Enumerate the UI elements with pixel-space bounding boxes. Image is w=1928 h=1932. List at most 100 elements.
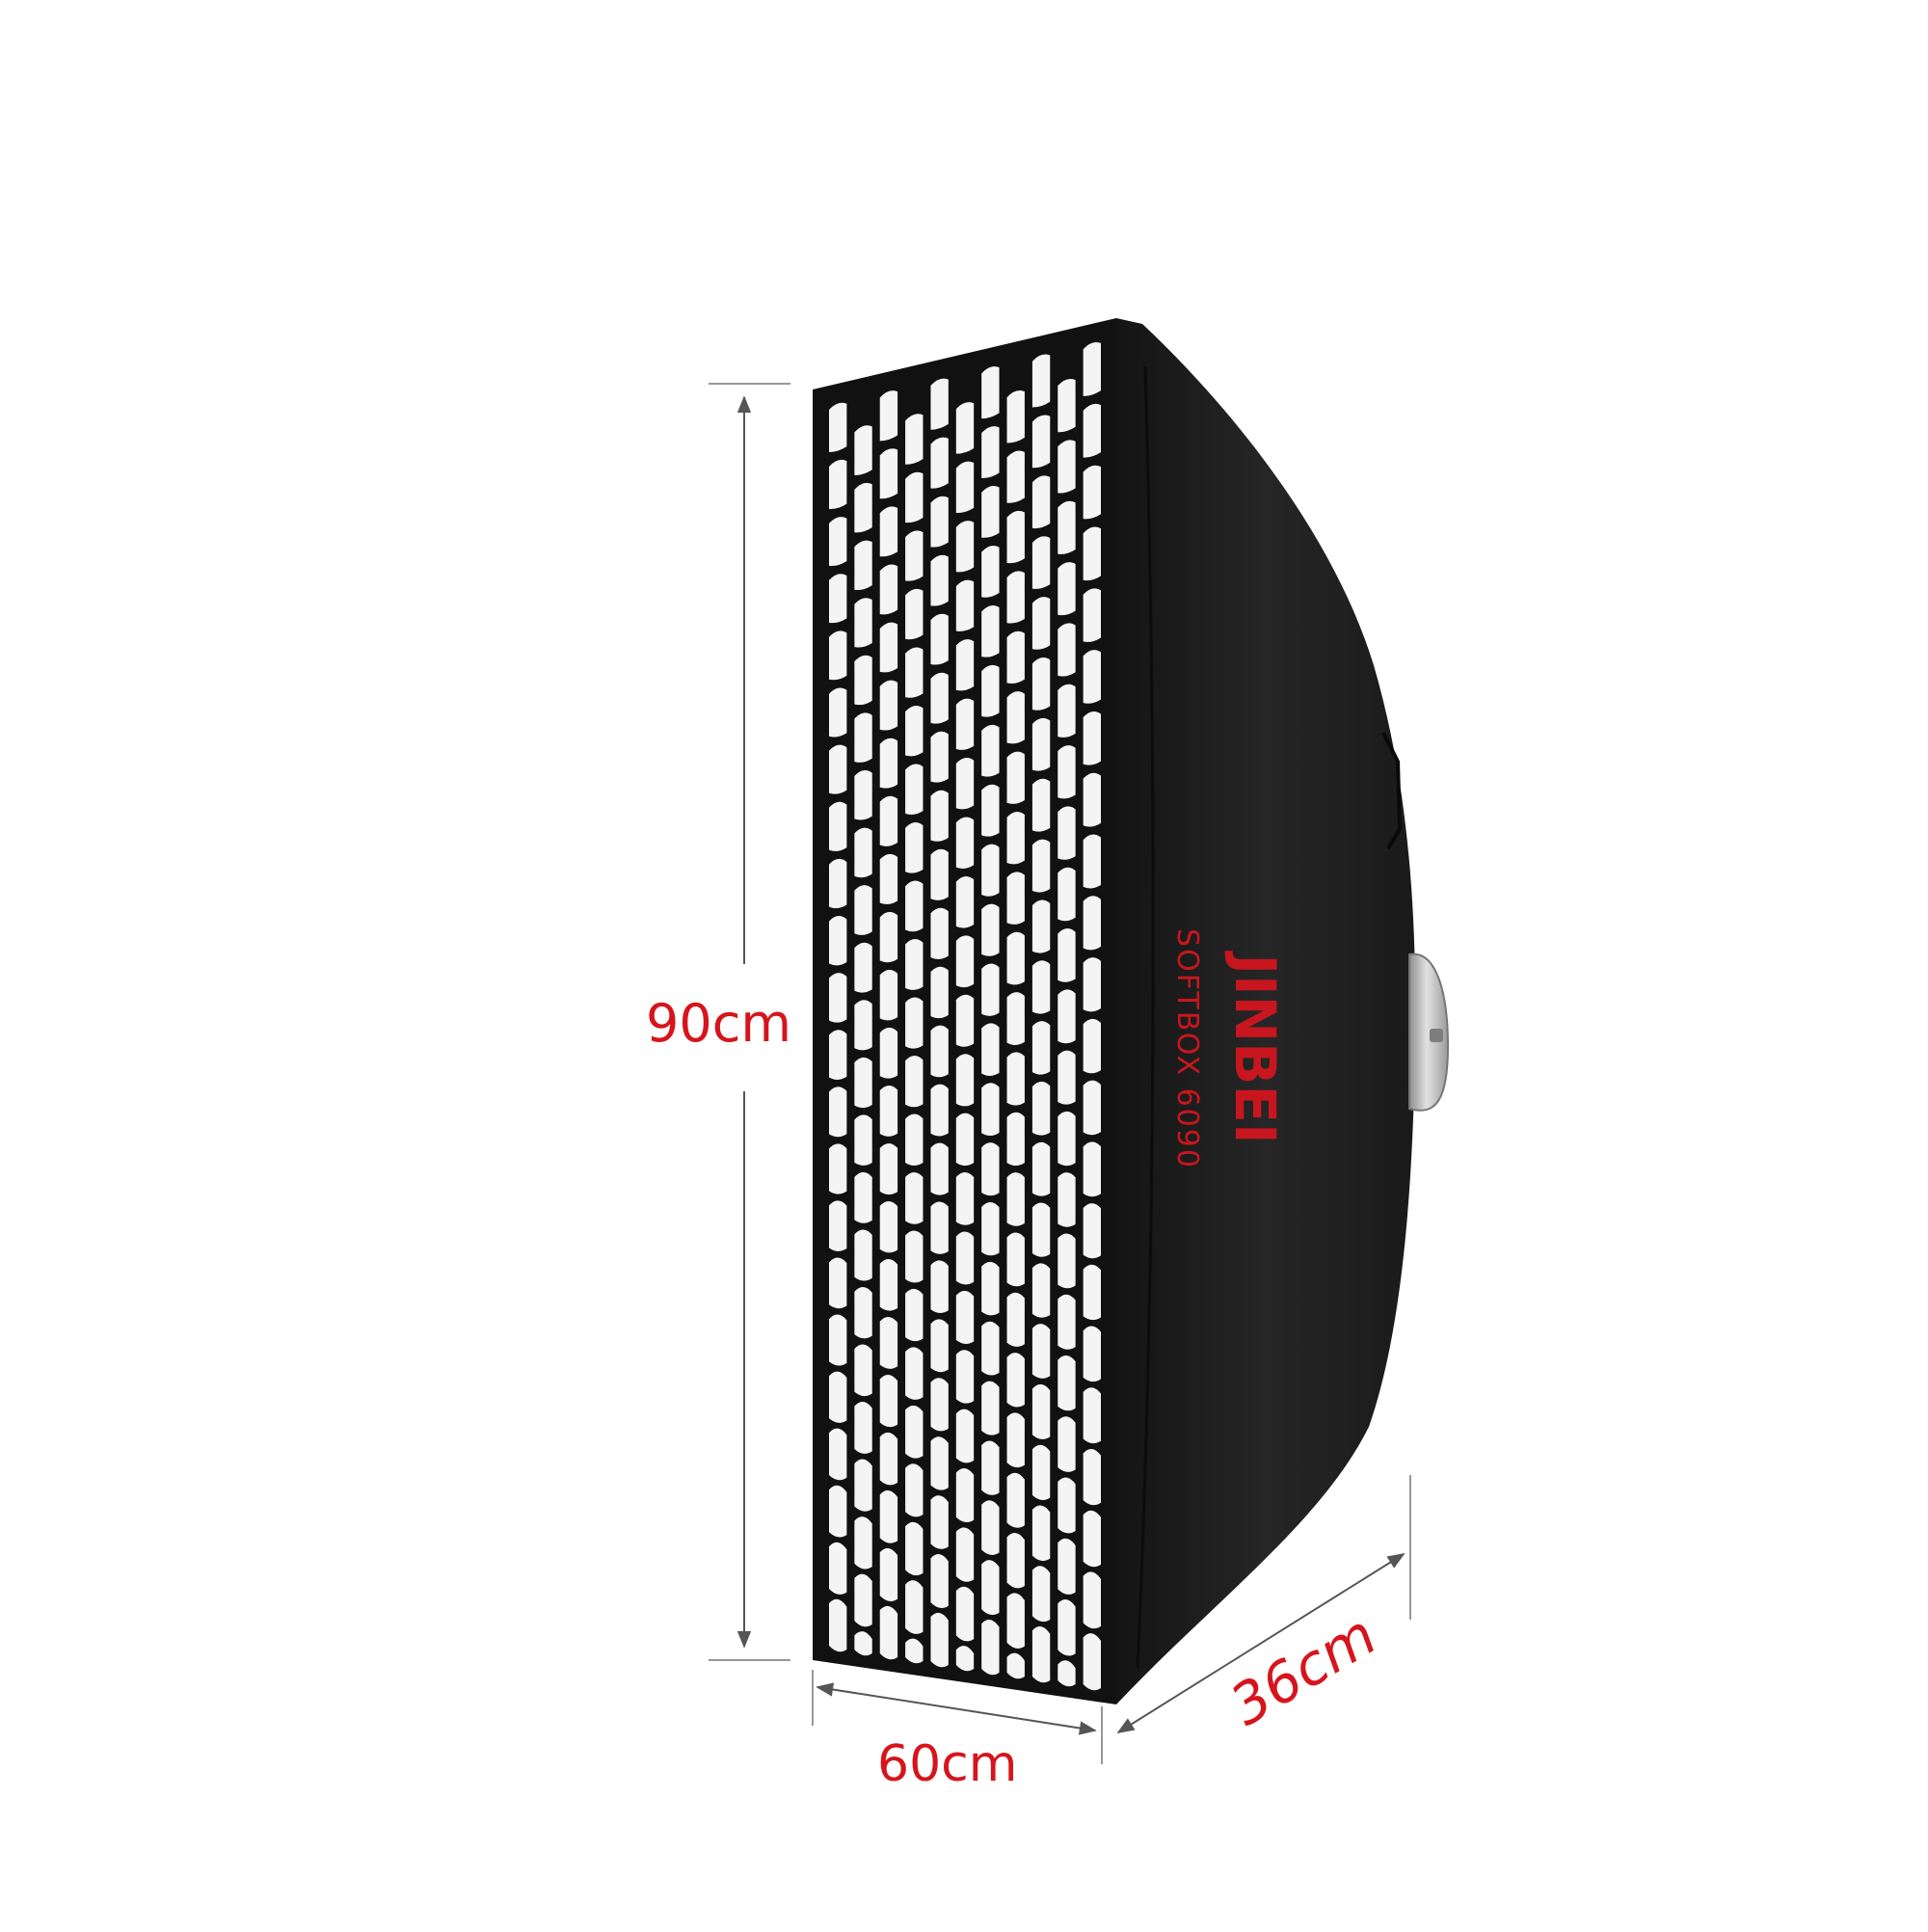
grid-cell bbox=[879, 738, 898, 789]
grid-cell bbox=[1006, 931, 1025, 985]
grid-cell bbox=[955, 1231, 975, 1285]
grid-cell bbox=[829, 459, 847, 509]
grid-cell bbox=[879, 1200, 898, 1253]
grid-cell bbox=[1006, 450, 1025, 503]
grid-cell bbox=[930, 848, 949, 900]
grid-cell bbox=[1083, 403, 1101, 458]
grid-cell bbox=[879, 1605, 898, 1660]
grid-cell bbox=[879, 911, 898, 963]
grid-cell bbox=[981, 1142, 1000, 1196]
grid-cell bbox=[1031, 657, 1051, 711]
grid-cell bbox=[930, 1436, 949, 1490]
grid-cell bbox=[1083, 465, 1101, 520]
grid-cell bbox=[930, 378, 949, 430]
grid-cell bbox=[1006, 872, 1025, 925]
grid-cell bbox=[1058, 1477, 1076, 1534]
grid-cell bbox=[930, 1084, 949, 1137]
grid-cell bbox=[879, 853, 898, 905]
grid-cell bbox=[829, 631, 847, 681]
grid-cell bbox=[829, 1257, 847, 1309]
grid-cell bbox=[1058, 562, 1076, 616]
grid-cell bbox=[981, 1261, 1000, 1316]
softbox-edge-fold bbox=[1381, 732, 1403, 850]
grid-cell bbox=[955, 402, 975, 454]
grid-cell bbox=[854, 655, 872, 706]
grid-cell bbox=[955, 1527, 975, 1582]
grid-cell bbox=[1006, 1172, 1025, 1226]
grid-cell bbox=[879, 390, 898, 442]
grid-cell bbox=[955, 579, 975, 631]
grid-cell bbox=[854, 712, 872, 763]
grid-cell bbox=[1031, 1383, 1051, 1439]
grid-cell bbox=[1058, 989, 1076, 1044]
grid-cell bbox=[879, 680, 898, 731]
model-line-text: SOFTBOX 6090 bbox=[1170, 928, 1204, 1169]
brand-logo-text: JINBEI bbox=[1222, 950, 1288, 1143]
grid-cell bbox=[905, 1405, 924, 1459]
grid-cell bbox=[981, 903, 1000, 956]
grid-cell bbox=[829, 1030, 847, 1080]
height-dimension bbox=[709, 383, 790, 1661]
grid-cell bbox=[1006, 811, 1025, 865]
grid-cell bbox=[955, 1054, 975, 1107]
grid-cell bbox=[1058, 1598, 1076, 1656]
grid-cell bbox=[829, 801, 847, 851]
grid-cell bbox=[981, 1560, 1000, 1616]
grid-cell bbox=[879, 1085, 898, 1137]
grid-cell bbox=[1006, 751, 1025, 804]
grid-cell bbox=[955, 1113, 975, 1167]
mount-ring bbox=[1408, 953, 1450, 1112]
grid-cell bbox=[905, 471, 924, 523]
grid-cell bbox=[905, 705, 924, 757]
grid-cell bbox=[955, 1409, 975, 1463]
grid-cell bbox=[879, 622, 898, 673]
grid-cell bbox=[1083, 1203, 1101, 1259]
grid-cell bbox=[955, 1468, 975, 1523]
grid-cell bbox=[854, 1114, 872, 1166]
grid-cell bbox=[1083, 834, 1101, 889]
grid-cell bbox=[981, 1500, 1000, 1555]
grid-cell bbox=[854, 1171, 872, 1223]
grid-cell bbox=[1006, 1533, 1025, 1589]
grid-cell bbox=[905, 1056, 924, 1108]
grid-cell bbox=[829, 1598, 847, 1652]
grid-cell bbox=[1058, 928, 1076, 982]
grid-cell bbox=[1006, 1593, 1025, 1649]
grid-cell bbox=[1083, 1264, 1101, 1321]
grid-cell bbox=[1058, 1355, 1076, 1411]
grid-cell bbox=[1031, 1444, 1051, 1500]
grid-cell bbox=[930, 1378, 949, 1432]
grid-cell bbox=[930, 1142, 949, 1195]
grid-cell bbox=[1058, 867, 1076, 922]
grid-cell bbox=[981, 1202, 1000, 1256]
grid-cell bbox=[905, 588, 924, 640]
grid-cell bbox=[981, 486, 1000, 538]
grid-cell bbox=[854, 540, 872, 590]
grid-cell bbox=[1083, 1571, 1101, 1629]
depth-dimension bbox=[1116, 1475, 1411, 1733]
grid-cell bbox=[1083, 1448, 1101, 1506]
grid-cell bbox=[879, 1547, 898, 1601]
grid-cell bbox=[930, 1554, 949, 1609]
grid-cell bbox=[829, 1485, 847, 1538]
grid-cell bbox=[1031, 1081, 1051, 1136]
grid-cell bbox=[905, 1580, 924, 1634]
softbox-seam bbox=[1136, 365, 1155, 1669]
grid-cell bbox=[1058, 623, 1076, 677]
grid-cell bbox=[930, 790, 949, 842]
grid-cell bbox=[1083, 1510, 1101, 1568]
grid-cell bbox=[981, 1023, 1000, 1076]
grid-cell bbox=[1083, 711, 1101, 765]
grid-cell bbox=[1006, 1232, 1025, 1287]
grid-cell bbox=[905, 1521, 924, 1576]
grid-cell bbox=[1031, 597, 1051, 650]
grid-cell bbox=[879, 1374, 898, 1428]
grid-cell bbox=[1006, 571, 1025, 624]
grid-cell bbox=[1006, 510, 1025, 564]
grid-cell bbox=[1058, 1233, 1076, 1289]
grid-cell bbox=[955, 1350, 975, 1404]
grid-cell bbox=[930, 496, 949, 548]
grid-cell bbox=[1083, 1080, 1101, 1136]
honeycomb-grid bbox=[829, 341, 1101, 1691]
grid-cell bbox=[1058, 1172, 1076, 1227]
